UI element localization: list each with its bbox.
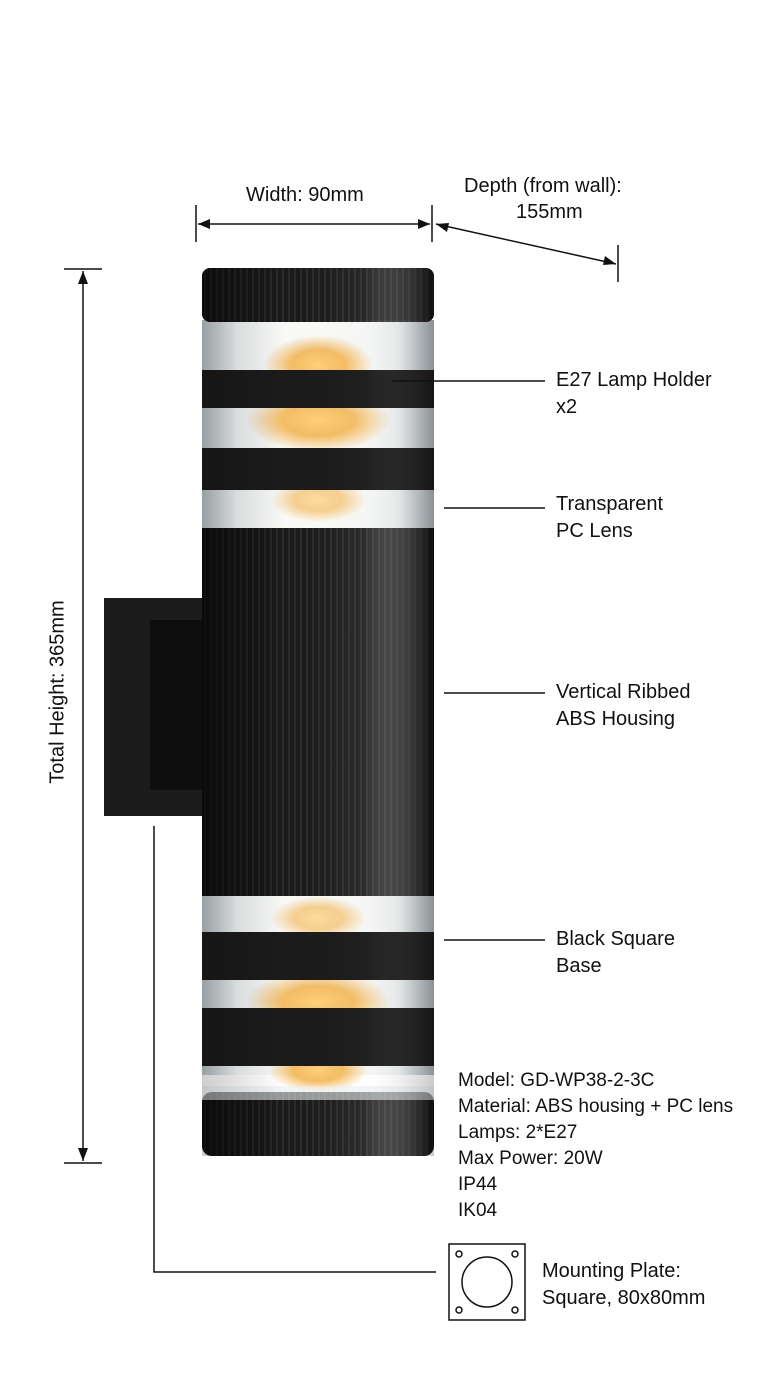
callout-lens: Transparent PC Lens (556, 491, 663, 545)
spec-ik: IK04 (458, 1200, 498, 1221)
spec-lamps: Lamps: 2*E27 (458, 1122, 578, 1143)
width-dimension (195, 205, 433, 242)
spec-ip: IP44 (458, 1174, 498, 1195)
mounting-plate-label: Mounting Plate: Square, 80x80mm (542, 1258, 705, 1312)
mounting-plate-line1: Mounting Plate: (542, 1260, 681, 1282)
callout-lamp-holder-line1: E27 Lamp Holder (556, 369, 712, 391)
callout-lens-line2: PC Lens (556, 520, 633, 542)
mounting-plate-icon (448, 1243, 526, 1321)
spec-power: Max Power: 20W (458, 1148, 603, 1169)
spec-material: Material: ABS housing + PC lens (458, 1096, 734, 1117)
depth-dimension (435, 223, 619, 282)
callout-lamp-holder-line2: x2 (556, 396, 578, 418)
callout-base: Black Square Base (556, 926, 675, 980)
depth-label-line2: 155mm (516, 201, 583, 223)
callout-lines (392, 380, 545, 941)
callout-lamp-holder: E27 Lamp Holder x2 (556, 367, 712, 421)
callout-lens-line1: Transparent (556, 493, 664, 515)
height-dimension (64, 268, 102, 1164)
callout-housing-line1: Vertical Ribbed (556, 681, 691, 703)
spec-model: Model: GD-WP38-2-3C (458, 1070, 655, 1091)
depth-label: Depth (from wall): 155mm (464, 173, 622, 225)
callout-housing-line2: ABS Housing (556, 708, 675, 730)
height-label: Total Height: 365mm (46, 600, 69, 784)
width-label: Width: 90mm (246, 184, 364, 206)
spec-list: Model: GD-WP38-2-3C Material: ABS housin… (458, 1068, 733, 1224)
depth-label-line1: Depth (from wall): (464, 175, 622, 197)
callout-base-line2: Base (556, 955, 602, 977)
callout-housing: Vertical Ribbed ABS Housing (556, 679, 691, 733)
mounting-plate-line2: Square, 80x80mm (542, 1287, 706, 1309)
callout-base-line1: Black Square (556, 928, 675, 950)
mounting-plate-leader (153, 826, 436, 1273)
